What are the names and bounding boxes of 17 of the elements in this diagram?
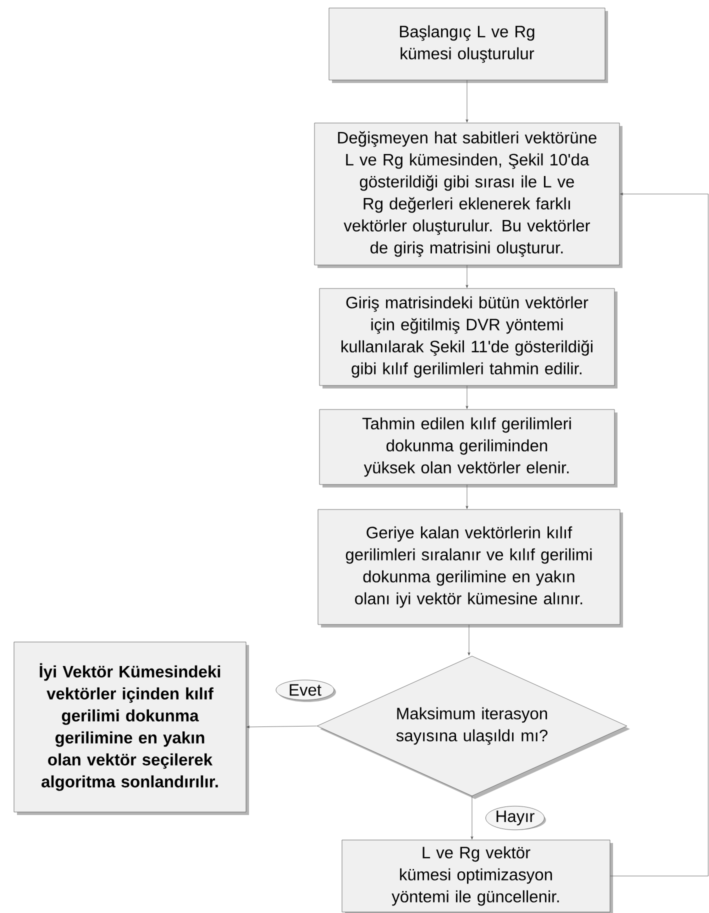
arrow [466, 80, 468, 122]
process-box: İyi Vektör Kümesindeki vektörler içinden kılıf gerilimi dokunma gerilimine en yakın olan vektör seçilerek algoritma sonlandırılır. [14, 642, 249, 815]
edge-label: Evet [276, 680, 336, 702]
process-box: L ve Rg vektör kümesi optimizasyon yöntemi ile güncellenir. [342, 840, 613, 913]
process-box: Giriş matrisindeki bütün vektörler için eğitilmiş DVR yöntemi kullanılarak Şekil 11'de gösterildiği gibi kılıf gerilimleri tahmin edilir. [319, 288, 618, 388]
edge-label: Hayır [486, 806, 546, 830]
arrow [468, 624, 470, 656]
arrow [246, 726, 317, 728]
arrow [466, 386, 468, 409]
arrow [470, 796, 474, 840]
arrow [610, 192, 708, 876]
process-box: Geriye kalan vektörlerin kılıf gerilimleri sıralanır ve kılıf gerilimi dokunma gerilimine en yakın olanı iyi vektör kümesine alınır. [318, 509, 623, 628]
arrow [466, 484, 468, 509]
process-box: Değişmeyen hat sabitleri vektörüne L ve Rg kümesinden, Şekil 10'da gösterildiği gibi sırası ile L ve Rg değerleri eklenerek farklı vektörler oluşturulur. Bu vektörler de giriş matrisini oluşturur. [314, 122, 622, 268]
process-box: Başlangıç L ve Rg kümesi oluşturulur [328, 8, 608, 83]
arrow [466, 265, 468, 288]
process-box: Tahmin edilen kılıf gerilimleri dokunma geriliminden yüksek olan vektörler elenir. [319, 409, 618, 488]
